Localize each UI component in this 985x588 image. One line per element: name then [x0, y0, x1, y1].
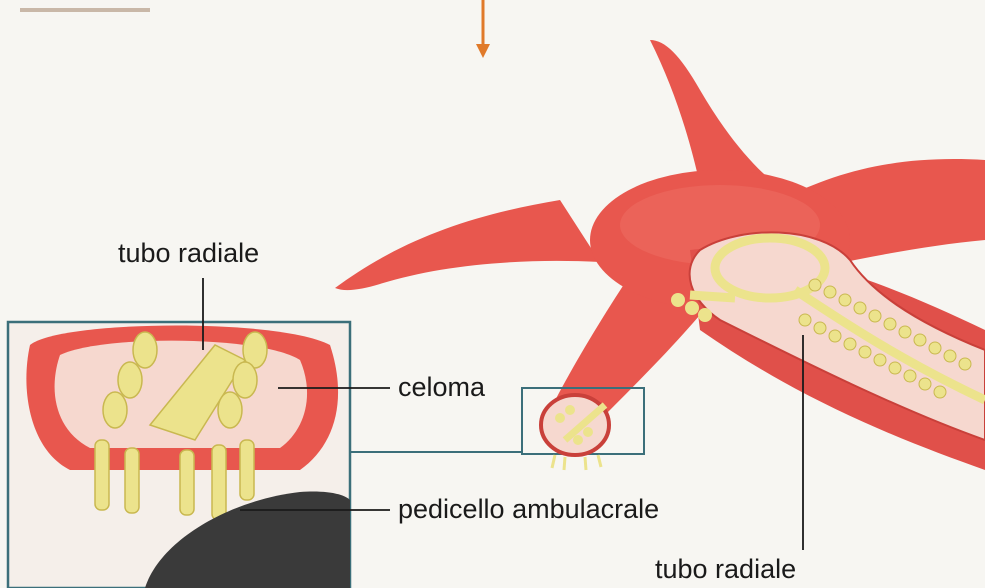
label-radial-tube-main: tubo radiale	[655, 556, 796, 583]
connector-lines	[350, 430, 522, 452]
starfish-body	[335, 40, 985, 470]
label-radial-tube-inset: tubo radiale	[118, 240, 259, 267]
orange-arrow-icon	[476, 0, 490, 58]
label-tube-foot: pedicello ambulacrale	[398, 496, 659, 523]
label-coelom: celoma	[398, 374, 485, 401]
arm-cross-section-box	[522, 388, 644, 470]
corner-fragment	[20, 8, 150, 12]
inset-panel	[8, 322, 350, 588]
